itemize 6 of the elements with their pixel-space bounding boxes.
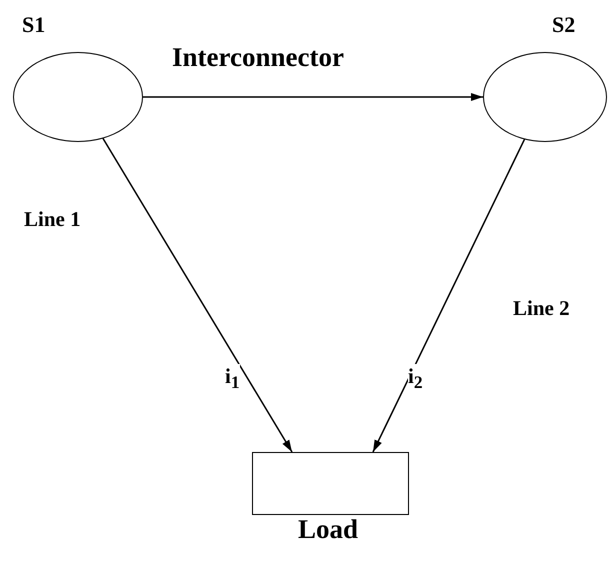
arrow bbox=[102, 138, 293, 452]
arrow bbox=[143, 93, 483, 101]
node-label: S1 bbox=[22, 12, 46, 38]
node-label: S2 bbox=[552, 12, 576, 38]
node-label: Load bbox=[298, 514, 358, 546]
arrow bbox=[372, 139, 526, 452]
